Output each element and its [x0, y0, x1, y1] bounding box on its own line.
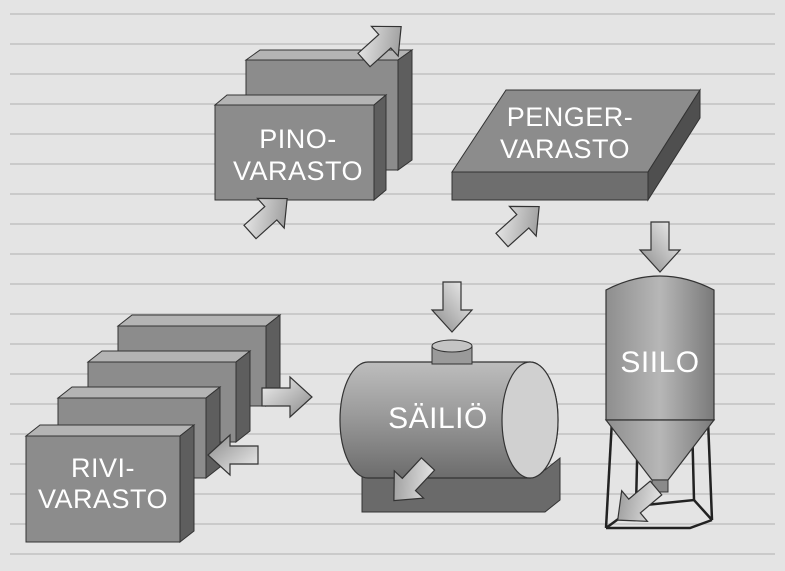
tank-out-arrow	[393, 457, 436, 502]
silo-cone	[604, 419, 716, 481]
rivi-label-line1: RIVI-	[71, 453, 135, 483]
rivi-block-1	[24, 423, 196, 544]
silo-body	[605, 275, 715, 421]
pino-block-front	[213, 93, 388, 202]
siilo-label: SIILO	[620, 346, 699, 379]
sailio-label: SÄILIÖ	[388, 402, 488, 435]
pino-in-arrow	[243, 197, 288, 240]
rivi-out-arrow	[261, 375, 313, 419]
pino-label-line2: VARASTO	[233, 156, 363, 186]
pino-out-arrow	[357, 25, 402, 68]
rivi-in-arrow	[207, 433, 259, 477]
flow-arrows	[207, 25, 682, 522]
rivi-varasto-stack: RIVI- VARASTO	[24, 313, 282, 544]
siilo: SIILO	[604, 275, 716, 530]
tank-in-arrow	[430, 281, 474, 333]
penger-in-arrow	[495, 205, 540, 248]
silo-out-arrow	[617, 480, 663, 522]
penger-varasto-slab: PENGER- VARASTO	[451, 88, 701, 202]
penger-label-line1: PENGER-	[507, 102, 634, 132]
pino-varasto-stack: PINO- VARASTO	[213, 49, 414, 202]
penger-to-silo-arrow	[638, 221, 682, 273]
sailio-tank: SÄILIÖ	[339, 339, 561, 513]
rivi-label-line2: VARASTO	[38, 484, 168, 514]
penger-label-line2: VARASTO	[500, 134, 630, 164]
tank-end-cap	[501, 361, 559, 479]
pino-label-line1: PINO-	[259, 124, 337, 154]
